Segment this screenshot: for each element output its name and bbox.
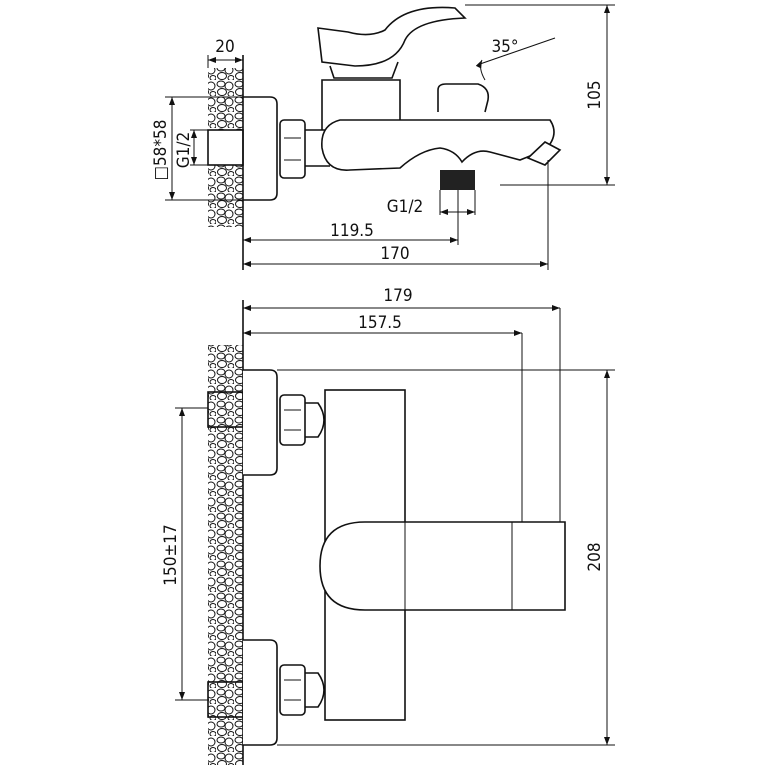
wall-section xyxy=(208,68,243,130)
height-label-top: 105 xyxy=(585,80,605,109)
escutcheon-size-label: □58*58 xyxy=(151,119,171,180)
front-view: 179 157.5 150±17 208 xyxy=(161,286,615,765)
hex-nut xyxy=(279,119,306,179)
lever-handle xyxy=(317,6,467,67)
wall-section xyxy=(208,345,243,765)
total-depth-label-top: 170 xyxy=(380,244,409,264)
total-depth-label-front: 179 xyxy=(383,286,412,306)
spout-front xyxy=(319,521,566,611)
inlet-thread-label: G1/2 xyxy=(174,132,194,168)
top-view: 20 G1/2 35° 105 □58*58 xyxy=(151,4,615,270)
outlet-distance-label: 119.5 xyxy=(330,221,374,241)
spout xyxy=(321,119,555,171)
center-distance-label: 150±17 xyxy=(161,524,181,585)
wall-thickness-label: 20 xyxy=(215,37,234,57)
outlet-thread-label: G1/2 xyxy=(387,197,423,217)
lower-connection xyxy=(207,639,325,746)
outlet-thread xyxy=(440,170,475,190)
upper-connection xyxy=(207,369,325,476)
diverter-knob xyxy=(437,83,490,113)
angle-label: 35° xyxy=(491,37,518,57)
wall-section xyxy=(208,165,243,227)
height-label-front: 208 xyxy=(585,542,605,571)
spout-depth-label: 157.5 xyxy=(358,313,402,333)
escutcheon xyxy=(243,96,278,201)
